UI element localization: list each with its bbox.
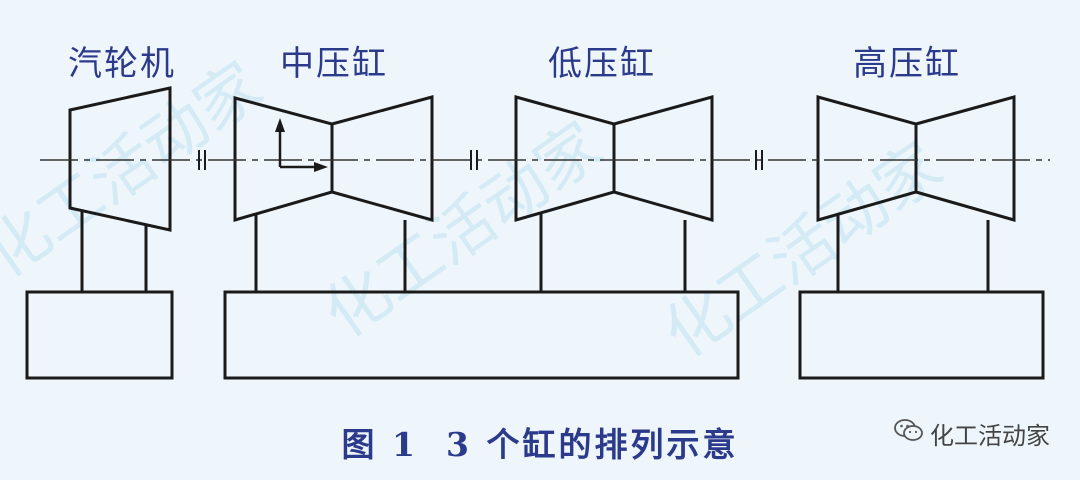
- hp-cylinder-left-section: [816, 95, 918, 222]
- wechat-icon: [894, 418, 924, 450]
- figure-caption: 图 1 3 个缸的排列示意: [0, 418, 1080, 466]
- figure-title: 3 个缸的排列示意: [446, 425, 739, 464]
- lp-cylinder-left-section: [514, 95, 616, 222]
- coupling-2: [470, 150, 478, 170]
- ip-cylinder-right-section: [331, 95, 434, 222]
- turbine-label: 汽轮机: [68, 44, 176, 84]
- turbine-base: [25, 290, 174, 380]
- hp-cylinder-right-section: [915, 95, 1016, 222]
- account-watermark: 化工活动家: [894, 416, 1050, 451]
- axis-arrows: [275, 118, 328, 172]
- ip-cylinder-left-section: [233, 96, 334, 222]
- coupling-3: [755, 150, 763, 170]
- ip-cylinder-label: 中压缸: [280, 44, 388, 84]
- lp-cylinder-right-section: [613, 95, 714, 222]
- coupling-1: [198, 150, 206, 170]
- turbine-body: [68, 86, 172, 232]
- figure-number: 图 1: [341, 425, 418, 464]
- ip-lp-foundation: [223, 290, 740, 380]
- hp-cylinder-label: 高压缸: [853, 44, 961, 84]
- hp-foundation: [798, 290, 1045, 380]
- lp-cylinder-label: 低压缸: [548, 44, 656, 84]
- watermark-text: 化工活动家: [930, 422, 1050, 450]
